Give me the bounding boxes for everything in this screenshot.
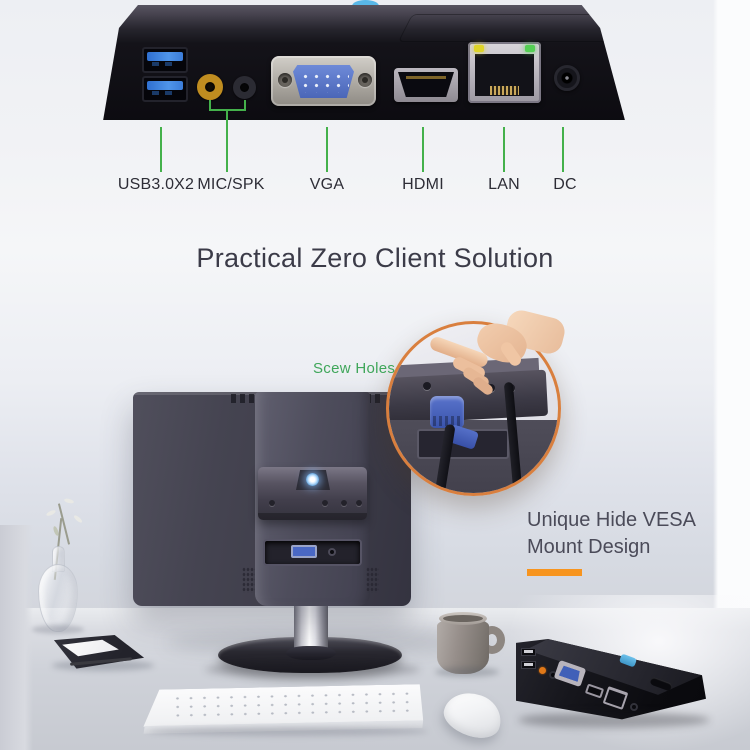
port-label-lan: LAN [488, 176, 520, 193]
screw-hole [356, 500, 362, 506]
callout-line-audio [226, 109, 228, 172]
vga-screw-right [358, 73, 372, 87]
screw-hole [341, 500, 347, 506]
mug [437, 618, 489, 674]
vase-shadow [32, 625, 84, 634]
monitor-stand-joint [286, 646, 336, 660]
vga-screw-left [278, 73, 292, 87]
mic-jack-icon [197, 74, 223, 100]
mini-pc-mic-jack [539, 667, 546, 674]
zoom-screw-hole [423, 382, 431, 390]
right-margin-band [713, 0, 750, 613]
callout-line-hdmi [422, 127, 424, 172]
notebook-shadow [52, 660, 154, 671]
feature-title-line2: Mount Design [527, 536, 651, 558]
screw-hole [269, 500, 275, 506]
lan-contacts [489, 86, 520, 95]
port-label-audio: MIC/SPK [197, 176, 265, 193]
accent-bar [527, 569, 582, 576]
usb-blue-tongue [147, 52, 183, 61]
callout-line-usb [160, 127, 162, 172]
recess-vga-port [291, 545, 317, 558]
port-label-vga: VGA [309, 176, 345, 193]
usb-tongue [524, 650, 533, 653]
headline: Practical Zero Client Solution [196, 243, 554, 273]
lan-led-green [525, 45, 535, 52]
monitor-stand-neck [294, 604, 328, 654]
vga-dsub-connector [293, 65, 354, 98]
mini-pc-dc [630, 703, 638, 711]
usb-tongue [524, 663, 533, 666]
lan-led-yellow [474, 45, 484, 52]
keyboard-keys [170, 689, 412, 723]
keyboard-shadow [148, 727, 428, 736]
usb-blue-tongue [147, 81, 183, 90]
mini-pc-reflection [518, 712, 710, 728]
vesa-pc-bottom-lip [258, 513, 367, 520]
screw-holes-label: Scew Holes [313, 360, 396, 377]
hdmi-contacts [406, 76, 446, 79]
port-label-hdmi: HDMI [402, 176, 444, 193]
mini-pc-usb-1 [521, 648, 536, 656]
mug-shadow [435, 667, 499, 677]
callout-tick-spk [244, 100, 246, 110]
zoom-vga-plug [430, 396, 464, 428]
dc-power-jack [554, 65, 580, 91]
plant-flower [45, 509, 57, 517]
usb3-port-2 [142, 76, 188, 102]
lan-port [468, 42, 541, 103]
callout-line-lan [503, 127, 505, 172]
hdmi-port [394, 68, 458, 102]
feature-title: Unique Hide VESA Mount Design [527, 507, 737, 561]
port-label-usb: USB3.0X2 [117, 176, 195, 193]
vga-dsub-connector [559, 665, 581, 682]
screw-hole [322, 500, 328, 506]
plant-flower [63, 497, 75, 505]
usb-pins [152, 62, 178, 66]
mug-rim [439, 612, 487, 625]
zoom-vga-plug-grip [433, 416, 461, 426]
callout-tick-mic [209, 100, 211, 110]
wall-corner-strip [0, 525, 33, 750]
recess-dc-jack [328, 548, 336, 556]
hdmi-cavity [587, 686, 602, 696]
speaker-grille-right [366, 567, 379, 593]
mini-pc-usb-2 [521, 661, 536, 669]
device-lid-recess [397, 14, 625, 42]
callout-line-dc [562, 127, 564, 172]
spk-jack-icon [233, 76, 256, 99]
power-button-top-icon [352, 0, 379, 6]
usb-pins [152, 91, 178, 95]
vga-pin-holes [298, 70, 349, 93]
lan-cavity [605, 689, 626, 708]
power-led-icon [306, 473, 319, 486]
feature-title-line1: Unique Hide VESA [527, 509, 696, 531]
usb3-port-1 [142, 47, 188, 73]
speaker-grille-left [242, 567, 255, 593]
plant-flower [72, 514, 84, 524]
vase [38, 564, 78, 632]
port-label-dc: DC [553, 176, 577, 193]
callout-line-vga [326, 127, 328, 172]
base-shadow [205, 661, 420, 678]
